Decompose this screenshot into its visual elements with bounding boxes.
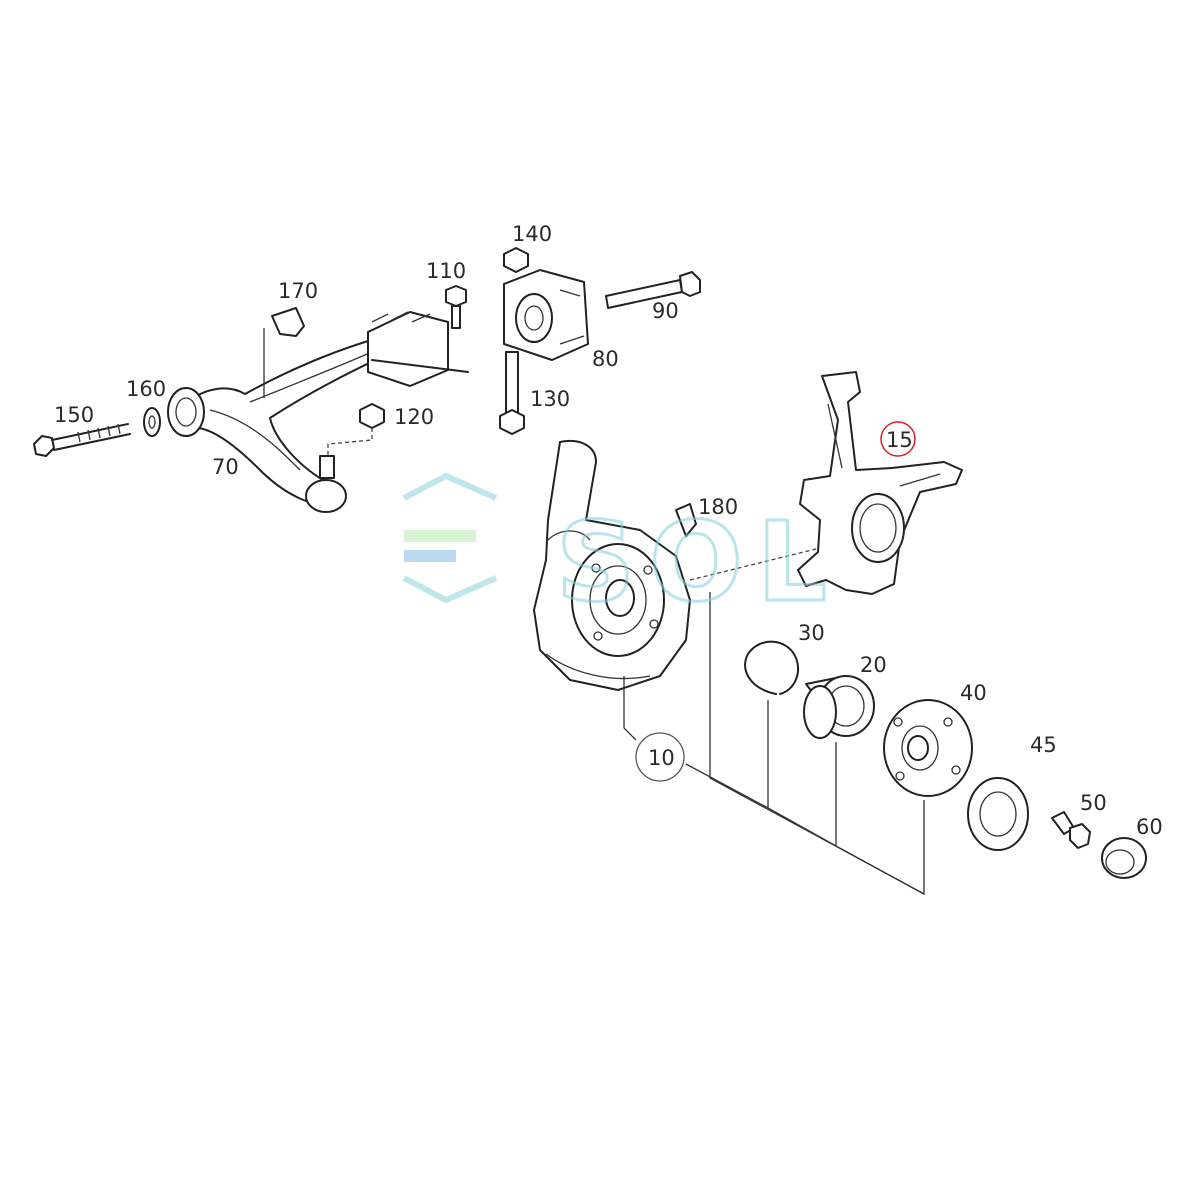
- bushing-bracket-80: [503, 269, 589, 361]
- nut-140: [503, 247, 529, 273]
- callout-15: 15: [886, 428, 913, 452]
- callout-50: 50: [1080, 791, 1107, 815]
- callout-20: 20: [860, 653, 887, 677]
- nut-120: [327, 403, 385, 456]
- callout-110: 110: [426, 259, 466, 283]
- bolt-130: [499, 351, 525, 435]
- callout-labels: 140 110 170 90 80 160 130 150 120 70 180…: [54, 222, 1163, 839]
- callout-60: 60: [1136, 815, 1163, 839]
- collar-bolt-50: [1051, 811, 1091, 849]
- callout-90: 90: [652, 299, 679, 323]
- callout-70: 70: [212, 455, 239, 479]
- lower-control-arm: [167, 311, 469, 513]
- callout-180: 180: [698, 495, 738, 519]
- callout-120: 120: [394, 405, 434, 429]
- callout-140: 140: [512, 222, 552, 246]
- watermark-text: SOL: [556, 498, 841, 626]
- bolt-90: [605, 271, 701, 309]
- bolt-150: [33, 423, 131, 457]
- hub-flange-40: [883, 699, 973, 797]
- callout-30: 30: [798, 621, 825, 645]
- callout-15-highlight-ring: [880, 421, 916, 457]
- callout-160: 160: [126, 377, 166, 401]
- steering-knuckle-15: [797, 371, 963, 595]
- sensor-ring-45: [967, 777, 1029, 851]
- callout-170: 170: [278, 279, 318, 303]
- dust-cap-60: [1101, 837, 1147, 879]
- callout-45: 45: [1030, 733, 1057, 757]
- circlip-30: [744, 640, 799, 695]
- assembly-leaders: [623, 592, 925, 896]
- callout-80: 80: [592, 347, 619, 371]
- clip-170: [263, 307, 305, 398]
- washer-160: [143, 407, 161, 437]
- callout-130: 130: [530, 387, 570, 411]
- callout-40: 40: [960, 681, 987, 705]
- callout-10: 10: [648, 746, 675, 770]
- knuckle-assembly-10: [533, 440, 821, 691]
- bolt-110: [445, 285, 467, 329]
- watermark: SOL: [402, 472, 841, 628]
- wheel-bearing-20: [803, 675, 875, 739]
- callout-10-ring: [635, 732, 685, 782]
- callout-150: 150: [54, 403, 94, 427]
